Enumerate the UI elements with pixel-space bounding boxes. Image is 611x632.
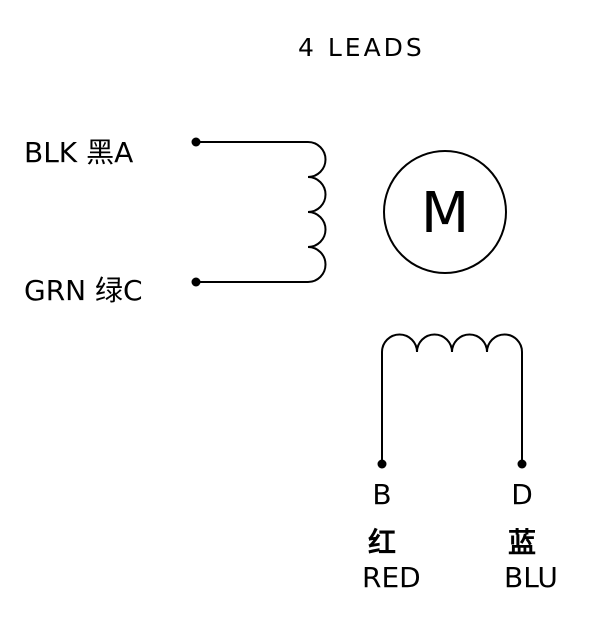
terminal-b-chinese-color: 红 [368,526,396,559]
terminal-c-dot [191,277,201,287]
motor-label: M [421,181,469,246]
diagram-title: 4 LEADS [298,33,425,62]
terminal-b-letter: B [372,478,391,511]
motor-circle [383,150,507,274]
terminal-d-chinese-color: 蓝 [508,526,536,559]
motor-symbol: M [383,150,507,274]
coil-a-winding [307,141,327,283]
terminal-d-letter: D [511,478,533,511]
terminal-b-color: RED [362,561,421,594]
lead-label-blk-a: BLK 黑A [24,136,133,169]
coil-b-winding [381,333,523,353]
terminal-a-dot [191,137,201,147]
coil-a: BLK 黑A GRN 绿C [24,136,327,307]
coil-b: B D 红 蓝 RED BLU [362,333,558,594]
terminal-d-color: BLU [504,561,558,594]
terminal-d-dot [517,459,527,469]
lead-label-grn-c: GRN 绿C [24,274,143,307]
terminal-b-dot [377,459,387,469]
